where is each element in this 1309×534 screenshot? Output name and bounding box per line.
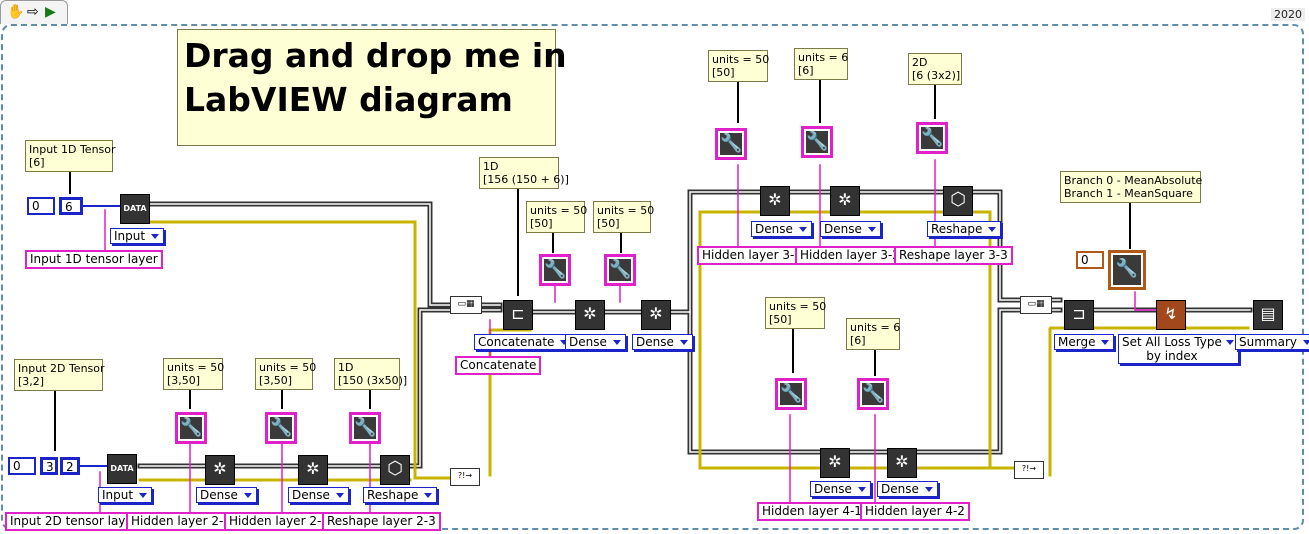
input-1d-vi[interactable]: DATA: [120, 194, 150, 224]
arrow-icon[interactable]: ⇨: [27, 4, 39, 20]
wrench-icon[interactable]: 🔧: [265, 412, 297, 444]
note-units-4-2: units = 6 [6]: [846, 318, 900, 350]
hidden-layer-2-2-label: Hidden layer 2-2: [224, 512, 334, 531]
dense-network-icon[interactable]: ✲: [298, 455, 328, 485]
wrench-icon[interactable]: 🔧: [539, 254, 571, 286]
dense-network-icon[interactable]: ✲: [830, 186, 860, 216]
note-units-3-2: units = 6 [6]: [794, 48, 848, 80]
loss-selector-line-1: Set All Loss Type: [1122, 335, 1222, 349]
hidden-layer-2-1-label: Hidden layer 2-1: [126, 512, 236, 531]
input-1d-constant[interactable]: 0 6: [27, 197, 83, 215]
summary-selector[interactable]: Summary: [1235, 334, 1309, 350]
note-1d-156: 1D [156 (150 + 6)]: [479, 157, 569, 189]
dense-selector-4-1[interactable]: Dense: [810, 481, 871, 497]
concatenate-label: Concatenate: [455, 356, 542, 375]
hidden-layer-4-2-label: Hidden layer 4-2: [860, 502, 970, 521]
loss-index-constant[interactable]: 0: [1076, 251, 1104, 269]
index-field[interactable]: 0: [27, 197, 55, 215]
reshape-selector-3-3[interactable]: Reshape: [927, 221, 1002, 237]
reshape-layer-3-3-label: Reshape layer 3-3: [894, 246, 1013, 265]
dense-network-icon[interactable]: ✲: [820, 448, 850, 478]
value-field[interactable]: 6: [59, 197, 83, 215]
data-icon: DATA: [110, 464, 134, 473]
dense-selector-4-2[interactable]: Dense: [877, 481, 938, 497]
dense-network-icon[interactable]: ✲: [760, 186, 790, 216]
note-1d-150: 1D [150 (3x50)]: [334, 358, 407, 390]
merge-selector[interactable]: Merge: [1054, 334, 1115, 350]
note-units-4-1: units = 50 [50]: [765, 297, 826, 329]
wrench-icon[interactable]: 🔧: [857, 378, 889, 410]
note-input-2d: Input 2D Tensor [3,2]: [14, 359, 105, 391]
run-icon[interactable]: ▶: [45, 4, 56, 20]
note-units-3-1: units = 50 [50]: [708, 50, 769, 82]
bundle-icon[interactable]: ▭▦: [1020, 296, 1052, 314]
summary-icon[interactable]: ▤: [1253, 300, 1283, 330]
reshape-cube-icon[interactable]: ⬡: [943, 186, 973, 216]
dense-selector-2-2[interactable]: Dense: [288, 487, 349, 503]
concatenate-icon[interactable]: ⊏: [503, 300, 533, 330]
dense-network-icon[interactable]: ✲: [641, 300, 671, 330]
note-input-1d: Input 1D Tensor [6]: [25, 140, 116, 172]
input-2d-constant[interactable]: 0 3 2: [8, 457, 80, 475]
merge-errors-icon[interactable]: ?!→: [1014, 461, 1044, 479]
hidden-layer-3-1-label: Hidden layer 3-1: [697, 246, 807, 265]
merge-icon[interactable]: ⊐: [1064, 300, 1094, 330]
hand-icon[interactable]: ✋: [7, 4, 25, 20]
input-2d-vi[interactable]: DATA: [107, 454, 137, 484]
dense-network-icon[interactable]: ✲: [205, 455, 235, 485]
reshape-selector-2-3[interactable]: Reshape: [363, 487, 438, 503]
wrench-icon[interactable]: 🔧: [349, 412, 381, 444]
diagram-tab: ✋ ⇨ ▶: [0, 0, 68, 24]
concatenate-selector[interactable]: Concatenate: [474, 334, 574, 350]
value-field-2[interactable]: 2: [60, 457, 80, 475]
dense-selector-b[interactable]: Dense: [632, 334, 693, 350]
loss-icon[interactable]: ↯: [1156, 300, 1186, 330]
input-1d-layer-label: Input 1D tensor layer: [25, 250, 163, 269]
note-units-2-1: units = 50 [3,50]: [163, 358, 224, 390]
reshape-layer-2-3-label: Reshape layer 2-3: [322, 512, 441, 531]
wrench-icon[interactable]: 🔧: [1108, 250, 1146, 290]
dense-selector-3-2[interactable]: Dense: [820, 221, 881, 237]
input-selector-2[interactable]: Input: [98, 487, 153, 503]
diagram-frame: [1, 24, 1304, 530]
dense-network-icon[interactable]: ✲: [887, 448, 917, 478]
note-units-a: units = 50 [50]: [526, 201, 587, 233]
wrench-icon[interactable]: 🔧: [801, 126, 833, 158]
bundle-icon[interactable]: ▭▦: [450, 296, 482, 314]
merge-errors-icon[interactable]: ?!→: [450, 468, 480, 486]
title-line-2: LabVIEW diagram: [184, 80, 513, 119]
hidden-layer-3-2-label: Hidden layer 3-2: [795, 246, 905, 265]
dense-network-icon[interactable]: ✲: [575, 300, 605, 330]
input-2d-layer-label: Input 2D tensor layer: [5, 512, 143, 531]
input-selector-1[interactable]: Input: [110, 228, 165, 244]
wrench-icon[interactable]: 🔧: [715, 128, 747, 160]
wrench-icon[interactable]: 🔧: [175, 412, 207, 444]
dense-selector-3-1[interactable]: Dense: [751, 221, 812, 237]
dense-selector-2-1[interactable]: Dense: [196, 487, 257, 503]
title-line-1: Drag and drop me in: [184, 36, 567, 75]
data-icon: DATA: [123, 204, 147, 213]
reshape-cube-icon[interactable]: ⬡: [380, 455, 410, 485]
note-branches: Branch 0 - MeanAbsolute Branch 1 - MeanS…: [1060, 171, 1202, 203]
year-label: 2020: [1271, 8, 1305, 21]
index-field[interactable]: 0: [8, 457, 36, 475]
wrench-icon[interactable]: 🔧: [916, 122, 948, 154]
note-units-2-2: units = 50 [3,50]: [255, 358, 316, 390]
note-2d: 2D [6 (3x2)]: [908, 53, 962, 85]
wrench-icon[interactable]: 🔧: [775, 378, 807, 410]
hidden-layer-4-1-label: Hidden layer 4-1: [757, 502, 867, 521]
loss-selector-line-2: by index: [1146, 349, 1198, 363]
value-field-1[interactable]: 3: [40, 457, 58, 475]
dense-selector-a[interactable]: Dense: [565, 334, 626, 350]
wrench-icon[interactable]: 🔧: [604, 254, 636, 286]
note-units-b: units = 50 [50]: [593, 201, 654, 233]
title-note: Drag and drop me in LabVIEW diagram: [177, 29, 567, 146]
